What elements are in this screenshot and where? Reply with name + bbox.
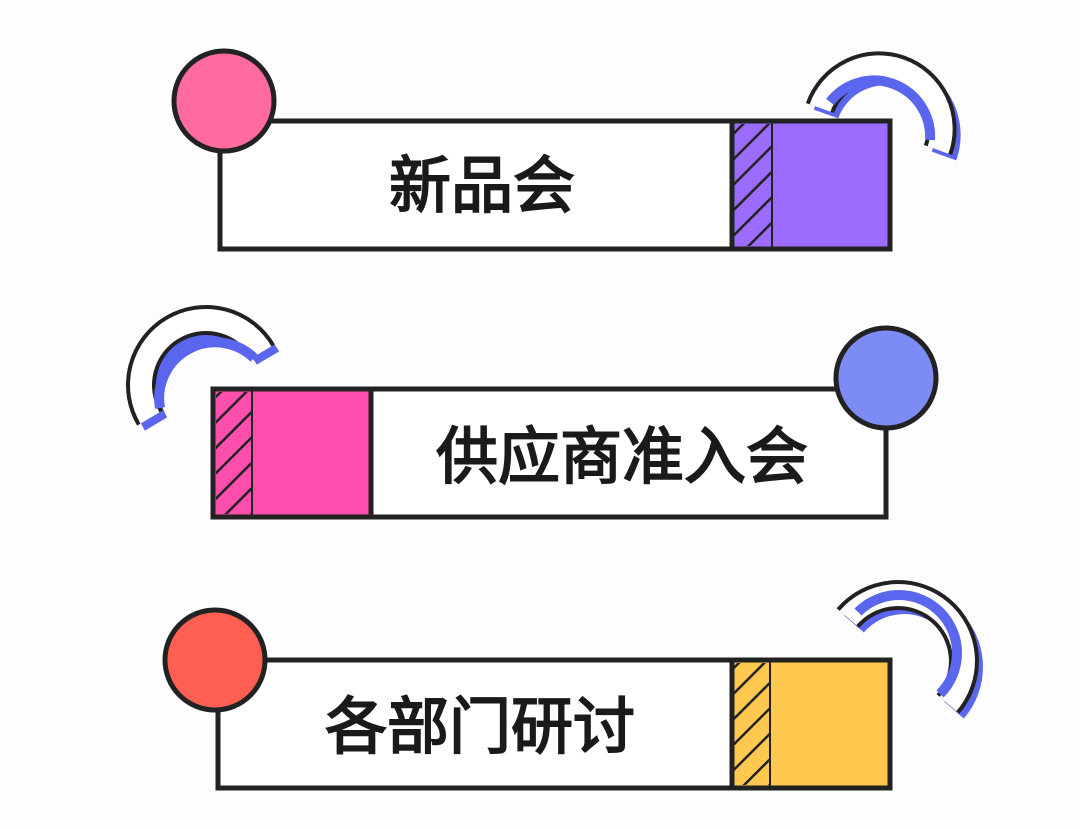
arc-fill xyxy=(826,75,936,141)
arc-fill xyxy=(854,590,962,698)
hatch-strip xyxy=(216,392,252,514)
arc-fill xyxy=(154,337,258,409)
dot-decoration-icon xyxy=(162,607,268,713)
banner-1: 新品会 xyxy=(171,48,961,252)
dot-decoration-icon xyxy=(833,325,939,431)
dot-decoration-icon xyxy=(171,48,277,154)
hatch-strip xyxy=(734,663,770,785)
banner-3: 各部门研讨 xyxy=(162,580,983,791)
hatch-strip xyxy=(734,124,772,246)
banner-2: 供应商准入会 xyxy=(126,305,939,520)
arc-decoration-icon xyxy=(836,580,983,719)
arc-decoration-icon xyxy=(126,305,280,431)
banner-title: 新品会 xyxy=(389,149,575,222)
banner-title: 供应商准入会 xyxy=(436,420,808,493)
banner-title: 各部门研讨 xyxy=(325,690,635,763)
arc-decoration-icon xyxy=(805,51,961,161)
